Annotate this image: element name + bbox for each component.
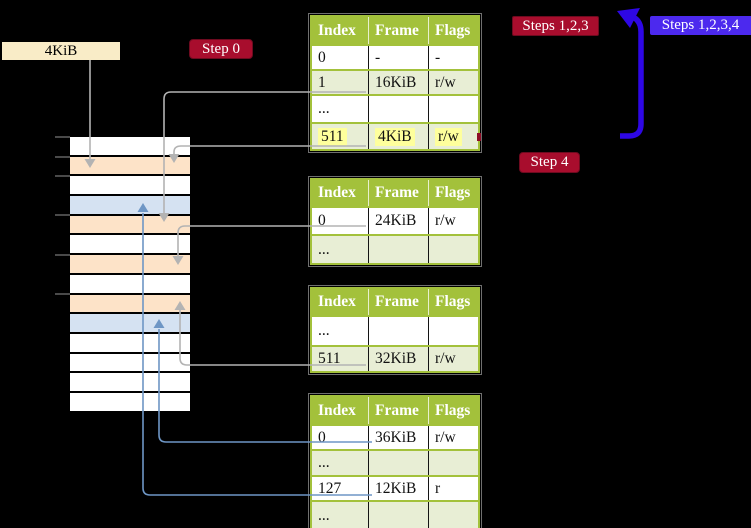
highlighted-value: 4KiB [375,127,415,146]
highlighted-value: r/w [435,127,462,146]
table-cell [428,236,478,263]
column-header: Index [318,401,356,419]
table-cell: 12KiB [368,477,428,500]
memory-frame-row [70,255,190,273]
memory-frame-row [70,215,190,234]
memory-frame-row [70,373,190,391]
column-header: Index [318,184,356,201]
memory-frame-row [70,353,190,372]
memory-frame-row [70,314,190,332]
column-header: Flags [428,289,478,315]
table-cell: 0 [318,48,326,66]
table-cell [368,96,428,122]
memory-frame-row [70,196,190,214]
table-cell [428,317,478,345]
table-row: ... [312,94,478,122]
memory-address-tick [55,293,70,295]
column-header: Index [318,293,356,310]
column-header: Flags [428,180,478,206]
table-cell [428,451,478,475]
table-cell: - [368,46,428,69]
table-row: ... [312,315,478,345]
physical-memory-column [70,137,190,411]
table-cell [368,317,428,345]
table-cell [368,236,428,263]
table-cell: 127 [318,479,342,497]
badge-steps-1-2-3: Steps 1,2,3 [512,16,599,36]
column-header: Flags [428,17,478,44]
column-header: Frame [368,17,428,44]
table-row: ... [312,234,478,263]
table-cell: 511 [312,124,368,149]
table-cell: r/w [428,208,478,234]
table-cell: - [428,46,478,69]
table-cell: 24KiB [368,208,428,234]
table-cell: 4KiB [368,124,428,149]
memory-frame-row [70,333,190,352]
table-cell: 511 [318,350,341,367]
table-cell: ... [318,100,330,117]
memory-address-tick [55,175,70,177]
memory-address-tick [55,136,70,138]
table-row: 511 4KiB r/w [312,122,478,149]
memory-frame-row [70,137,190,155]
recursive-loop-arrow [620,13,644,139]
table-cell: r [428,477,478,500]
column-header: Index [318,21,356,39]
frame-4kib-label: 4KiB [2,42,120,60]
table-cell [428,96,478,122]
table-cell: r/w [428,426,478,449]
recursive-loop-arrow-arrowhead [617,8,640,28]
badge-step-4: Step 4 [519,152,580,173]
table-cell: 1 [318,73,326,91]
memory-frame-row [70,156,190,175]
table-cell: 0 [318,428,326,446]
column-header: Frame [368,180,428,206]
table-cell [368,502,428,528]
memory-frame-row [70,274,190,293]
table-row: 0 -- [312,44,478,69]
column-header: Frame [368,397,428,424]
table-cell: 36KiB [368,426,428,449]
table-cell: 32KiB [368,347,428,371]
memory-address-tick [55,156,70,158]
memory-frame-row [70,294,190,313]
table-cell: ... [318,454,330,471]
memory-address-tick [55,214,70,216]
column-header: Flags [428,397,478,424]
table-cell: ... [318,240,330,258]
table-cell [368,451,428,475]
badge-steps-1-2-3-4: Steps 1,2,3,4 [650,16,751,35]
table-row: ... [312,500,478,528]
table-cell [428,502,478,528]
table-cell: 0 [318,212,326,229]
memory-frame-row [70,392,190,411]
column-header: Frame [368,289,428,315]
table-cell: r/w [428,347,478,371]
table-cell: ... [318,322,330,339]
memory-frame-row [70,235,190,254]
highlighted-value: 511 [318,127,347,146]
memory-frame-row [70,176,190,195]
memory-address-tick [55,254,70,256]
table-cell: r/w [428,71,478,94]
badge-step-0: Step 0 [189,39,253,59]
table-row: ... [312,449,478,475]
table-cell: r/w [428,124,478,149]
table-cell: 16KiB [368,71,428,94]
table-cell: ... [318,507,330,524]
